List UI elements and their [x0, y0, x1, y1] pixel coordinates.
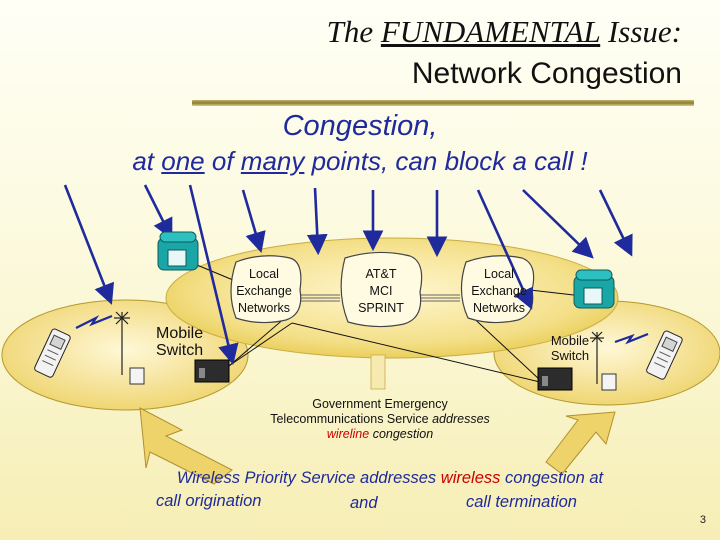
switch-box-icon-right [537, 367, 617, 391]
telephone-icon-right [573, 269, 615, 309]
wps-description-line1: Wireless Priority Service addresses wire… [176, 469, 604, 487]
lightning-icon-right [614, 332, 649, 345]
wps-call-origination: call origination [156, 492, 262, 510]
title-emphasis: FUNDAMENTAL [380, 14, 601, 49]
telephone-icon-left [157, 231, 199, 271]
switch-box-icon-left [129, 359, 230, 385]
antenna-tower-icon-right [590, 331, 604, 384]
cell-phone-icon-left [34, 328, 71, 378]
headline-line2: at one of many points, can block a call … [132, 146, 588, 176]
slide-title-line1: The FUNDAMENTAL Issue: [326, 14, 682, 49]
block-arrow-icon-left [139, 407, 233, 485]
congestion-arrows [63, 184, 633, 366]
lightning-icon-left [75, 314, 113, 329]
ixc-node [340, 251, 423, 328]
gets-description: Government Emergency Telecommunications … [270, 397, 490, 441]
wps-call-termination: call termination [466, 493, 577, 511]
slide-title-line2: Network Congestion [411, 57, 682, 90]
headline-line1: Congestion, [282, 110, 438, 142]
left-lec-node [230, 255, 302, 324]
page-number: 3 [699, 514, 706, 526]
title-divider [192, 100, 694, 106]
block-arrow-icon-right [545, 411, 616, 475]
antenna-tower-icon-left [114, 311, 130, 375]
wps-and: and [350, 494, 378, 512]
gets-connector [370, 354, 386, 390]
cell-phone-icon-right [646, 330, 683, 380]
left-cell-area [1, 299, 249, 411]
